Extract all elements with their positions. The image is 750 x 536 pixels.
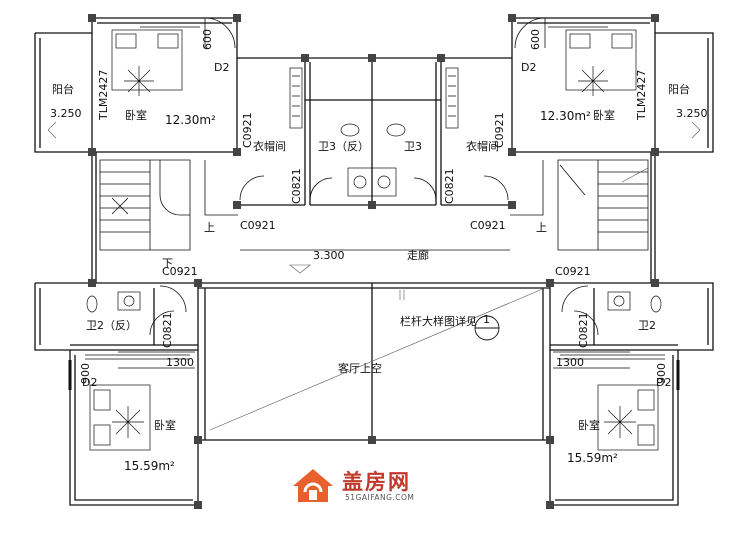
label-dim-600-left: 600 [201,29,214,50]
label-stair-up-left: 上 [204,221,215,234]
label-d2-bottom-right: D2 [656,376,672,389]
brand-site: 51GAIFANG.COM [345,493,415,502]
label-c0821-top-right: C0821 [443,168,456,204]
label-area-bottom-left: 15.59m² [124,459,175,473]
label-window-left: TLM2427 [97,69,110,120]
label-c0821-top-left: C0821 [290,168,303,204]
label-bedroom-bottom-right: 卧室 [578,419,600,432]
label-balcony-right: 阳台 [668,83,690,96]
label-stair-up-right: 上 [536,221,547,234]
label-d2-bottom-left: D2 [82,376,98,389]
label-d2-top-right: D2 [521,61,537,74]
label-c0921-bottom-left: C0921 [162,265,198,278]
label-corridor: 走廊 [407,249,429,262]
label-living-void: 客厅上空 [338,362,382,375]
label-dim-600-right: 600 [529,29,542,50]
brand-logo: 盖房网 51GAIFANG.COM [290,466,450,506]
label-detail-ref: 1 [483,313,490,326]
label-level-balcony-left: 3.250 [50,107,82,120]
label-d2-top-left: D2 [214,61,230,74]
label-area-bottom-right: 15.59m² [567,451,618,465]
label-dim-1300-left: 1300 [166,356,194,369]
label-area-top-left: 12.30m² [165,113,216,127]
label-railing-note: 栏杆大样图详见 [400,315,477,328]
label-balcony-left: 阳台 [52,83,74,96]
house-logo-icon [293,469,333,502]
label-level-balcony-right: 3.250 [676,107,708,120]
label-floor-level: 3.300 [313,249,345,262]
label-bath2: 卫2 [638,319,656,332]
label-bedroom-top-left: 卧室 [125,109,147,122]
label-dim-1300-right: 1300 [556,356,584,369]
label-bath2-mirror: 卫2（反） [86,319,137,332]
label-c0921-bottom-right: C0921 [555,265,591,278]
label-area-top-right: 12.30m² [540,109,591,123]
label-bath3: 卫3 [404,140,422,153]
label-c0921-mid-left: C0921 [240,219,276,232]
label-bath3-mirror: 卫3（反） [318,140,369,153]
label-c0821-bottom-right: C0821 [577,312,590,348]
label-c0821-bottom-left: C0821 [161,312,174,348]
brand-name: 盖房网 [342,470,411,494]
label-stair-down: 下 [162,257,173,270]
label-cloakroom-left: 衣帽间 [253,140,286,153]
label-bedroom-bottom-left: 卧室 [154,419,176,432]
label-window-right: TLM2427 [635,69,648,120]
label-cloakroom-right: 衣帽间 [466,140,499,153]
label-c0921-mid-right: C0921 [470,219,506,232]
label-bedroom-top-right: 卧室 [593,109,615,122]
